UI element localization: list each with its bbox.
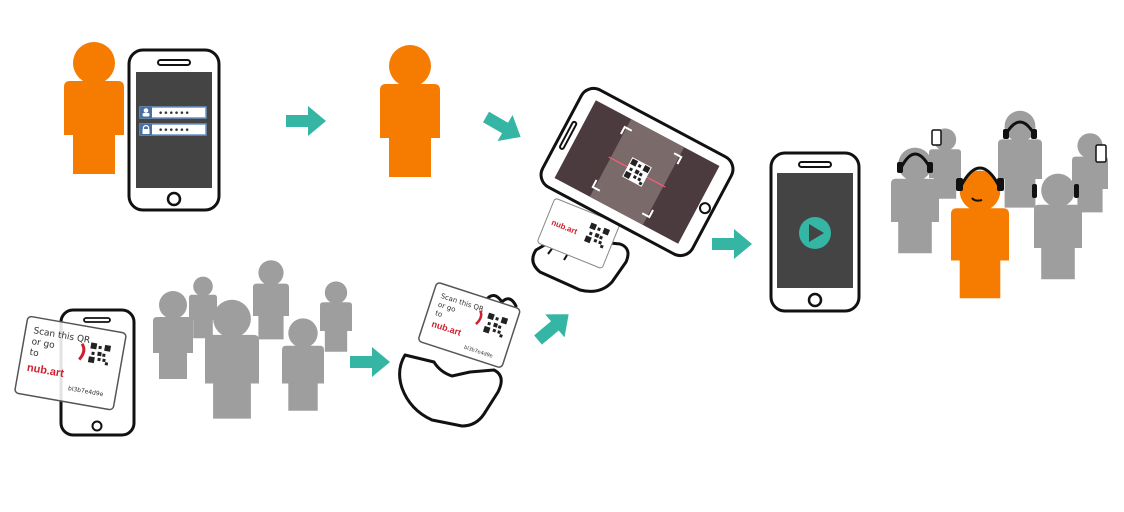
visitor-crowd	[153, 260, 352, 419]
password-mask-1: ••••••	[158, 109, 190, 119]
flow-arrow-5	[528, 302, 579, 352]
scanned-card: nub.art	[537, 198, 620, 269]
flow-arrow-4	[350, 347, 390, 377]
held-card: Scan this QR or go to nub.art bl3b7e4d9e	[418, 282, 521, 368]
access-card: Scan this QR or go to nub.art bl3b7e4d9e	[14, 315, 127, 411]
held-card-to-text: to	[434, 309, 443, 319]
flow-arrow-3	[712, 229, 752, 259]
password-mask-2: ••••••	[158, 126, 190, 136]
primary-person-logged-in	[380, 45, 440, 177]
flow-arrow-1	[286, 106, 326, 136]
card-or-go-text: or go	[31, 337, 56, 351]
scanning-phone	[539, 86, 735, 258]
login-phone: •••••• ••••••	[127, 48, 221, 212]
listening-group	[891, 110, 1108, 299]
flow-arrow-2	[478, 104, 529, 150]
scan-frame	[591, 125, 683, 219]
user-icon	[140, 107, 152, 118]
card-to-text: to	[29, 348, 40, 360]
lock-icon	[140, 124, 152, 135]
video-phone	[769, 151, 861, 313]
tablet-icon	[931, 129, 1107, 163]
play-icon	[799, 217, 831, 249]
primary-person-login	[64, 42, 124, 174]
